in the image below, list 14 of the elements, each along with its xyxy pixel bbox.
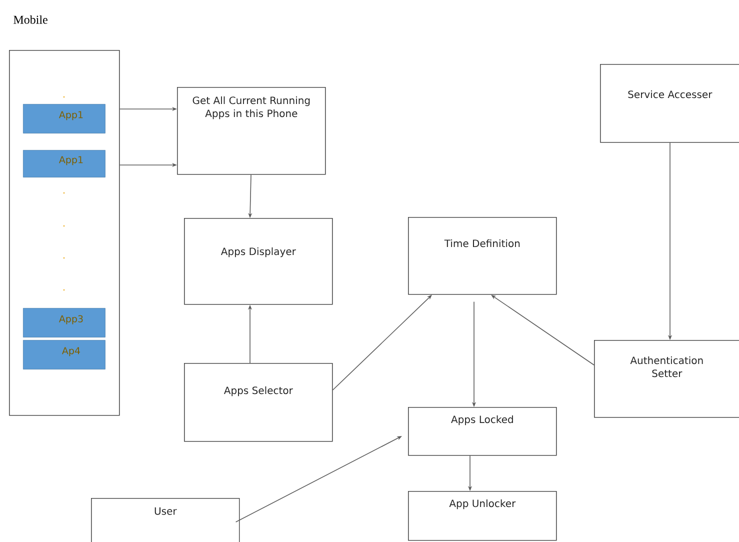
- process-box: App Unlocker: [408, 491, 557, 541]
- process-box: Apps Locked: [408, 407, 557, 456]
- process-box: Service Accesser: [600, 64, 739, 143]
- app-box: Ap4: [23, 340, 106, 370]
- heading: Mobile: [14, 15, 48, 24]
- app-box: App1: [23, 104, 106, 134]
- process-box: Authentication Setter: [594, 340, 739, 418]
- process-box: User: [91, 498, 240, 542]
- process-box: Apps Displayer: [184, 218, 333, 305]
- app-box: App1: [23, 150, 106, 178]
- process-box: Time Definition: [408, 217, 557, 295]
- app-box: App3: [23, 308, 106, 338]
- process-box: Apps Selector: [184, 363, 333, 442]
- process-box: Get All Current Running Apps in this Phone: [177, 87, 326, 175]
